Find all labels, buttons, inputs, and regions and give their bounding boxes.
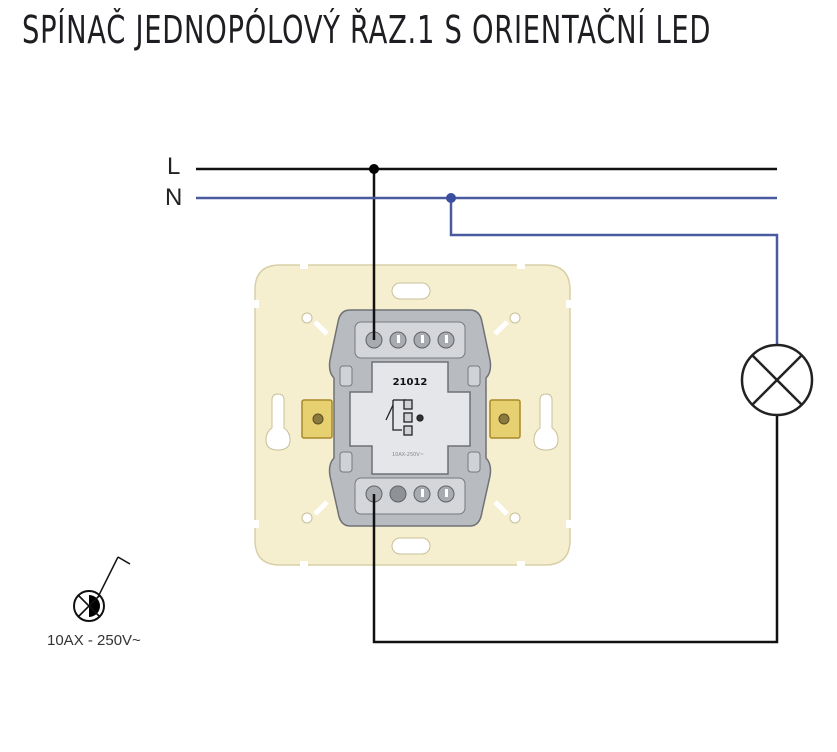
face-rating-text: 10AX-250V~ <box>392 452 424 458</box>
neutral-line-label: N <box>165 184 183 211</box>
model-number: 21012 <box>393 377 428 388</box>
neutral-junction-dot <box>446 193 456 203</box>
lamp-symbol-icon <box>740 343 814 417</box>
neutral-to-lamp-wire <box>449 198 779 345</box>
live-junction-dot <box>369 164 379 174</box>
side-claw-right <box>489 399 521 439</box>
rating-label: 10AX - 250V~ <box>47 632 141 649</box>
illuminated-switch-symbol-icon <box>73 556 131 622</box>
page-title: SPÍNAČ JEDNOPÓLOVÝ ŘAZ.1 S ORIENTAČNÍ LE… <box>22 8 712 52</box>
switched-return-wire <box>372 415 779 644</box>
live-line-label: L <box>167 153 181 180</box>
face-switch-symbol-icon <box>385 399 424 436</box>
side-claw-left <box>301 399 333 439</box>
